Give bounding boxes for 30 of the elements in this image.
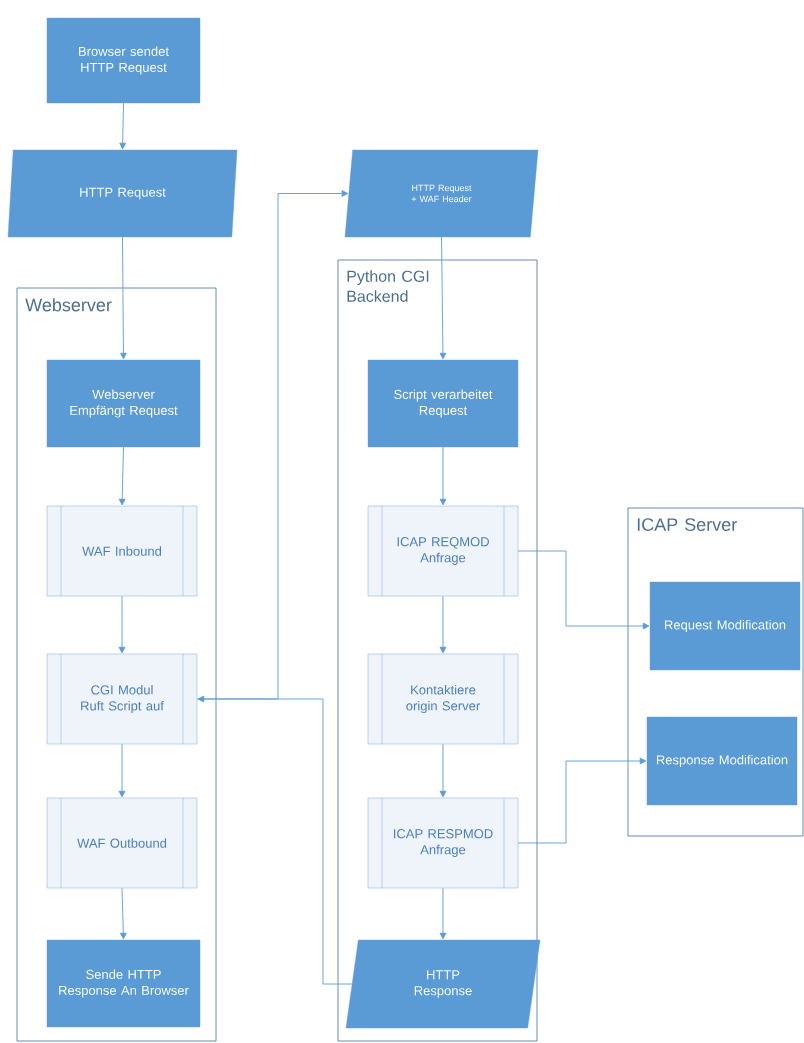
arrow xyxy=(439,446,447,506)
arrow xyxy=(517,550,650,630)
process-box: Script verarbeitet Request xyxy=(367,359,519,448)
subprocess-box: WAF Outbound xyxy=(46,797,198,889)
arrow xyxy=(439,743,447,798)
subprocess-box: WAF Inbound xyxy=(46,505,198,597)
arrow xyxy=(439,236,447,360)
arrow xyxy=(118,446,126,506)
arrow xyxy=(439,595,447,654)
process-box: Webserver Empfängt Request xyxy=(46,359,201,448)
data-parallelogram: HTTP Request + WAF Header xyxy=(344,149,539,238)
process-box: Response Modification xyxy=(646,716,798,806)
process-box: Request Modification xyxy=(649,581,801,671)
data-parallelogram: HTTP Request xyxy=(7,149,238,238)
subprocess-box: ICAP REQMOD Anfrage xyxy=(367,505,519,597)
arrow xyxy=(118,595,126,654)
subprocess-box: Kontaktiere origin Server xyxy=(367,653,519,745)
arrow xyxy=(120,236,127,360)
arrow xyxy=(120,887,127,940)
arrow xyxy=(118,743,126,798)
process-box: Sende HTTP Response An Browser xyxy=(46,939,201,1028)
arrow xyxy=(197,695,353,985)
arrow xyxy=(119,102,126,150)
data-parallelogram: HTTP Response xyxy=(345,939,541,1029)
subprocess-box: CGI Modul Ruft Script auf xyxy=(46,653,198,745)
subprocess-box: ICAP RESPMOD Anfrage xyxy=(367,797,519,889)
arrow xyxy=(439,887,447,940)
arrow xyxy=(517,757,647,844)
process-box: Browser sendet HTTP Request xyxy=(46,17,201,104)
arrow xyxy=(196,190,349,700)
